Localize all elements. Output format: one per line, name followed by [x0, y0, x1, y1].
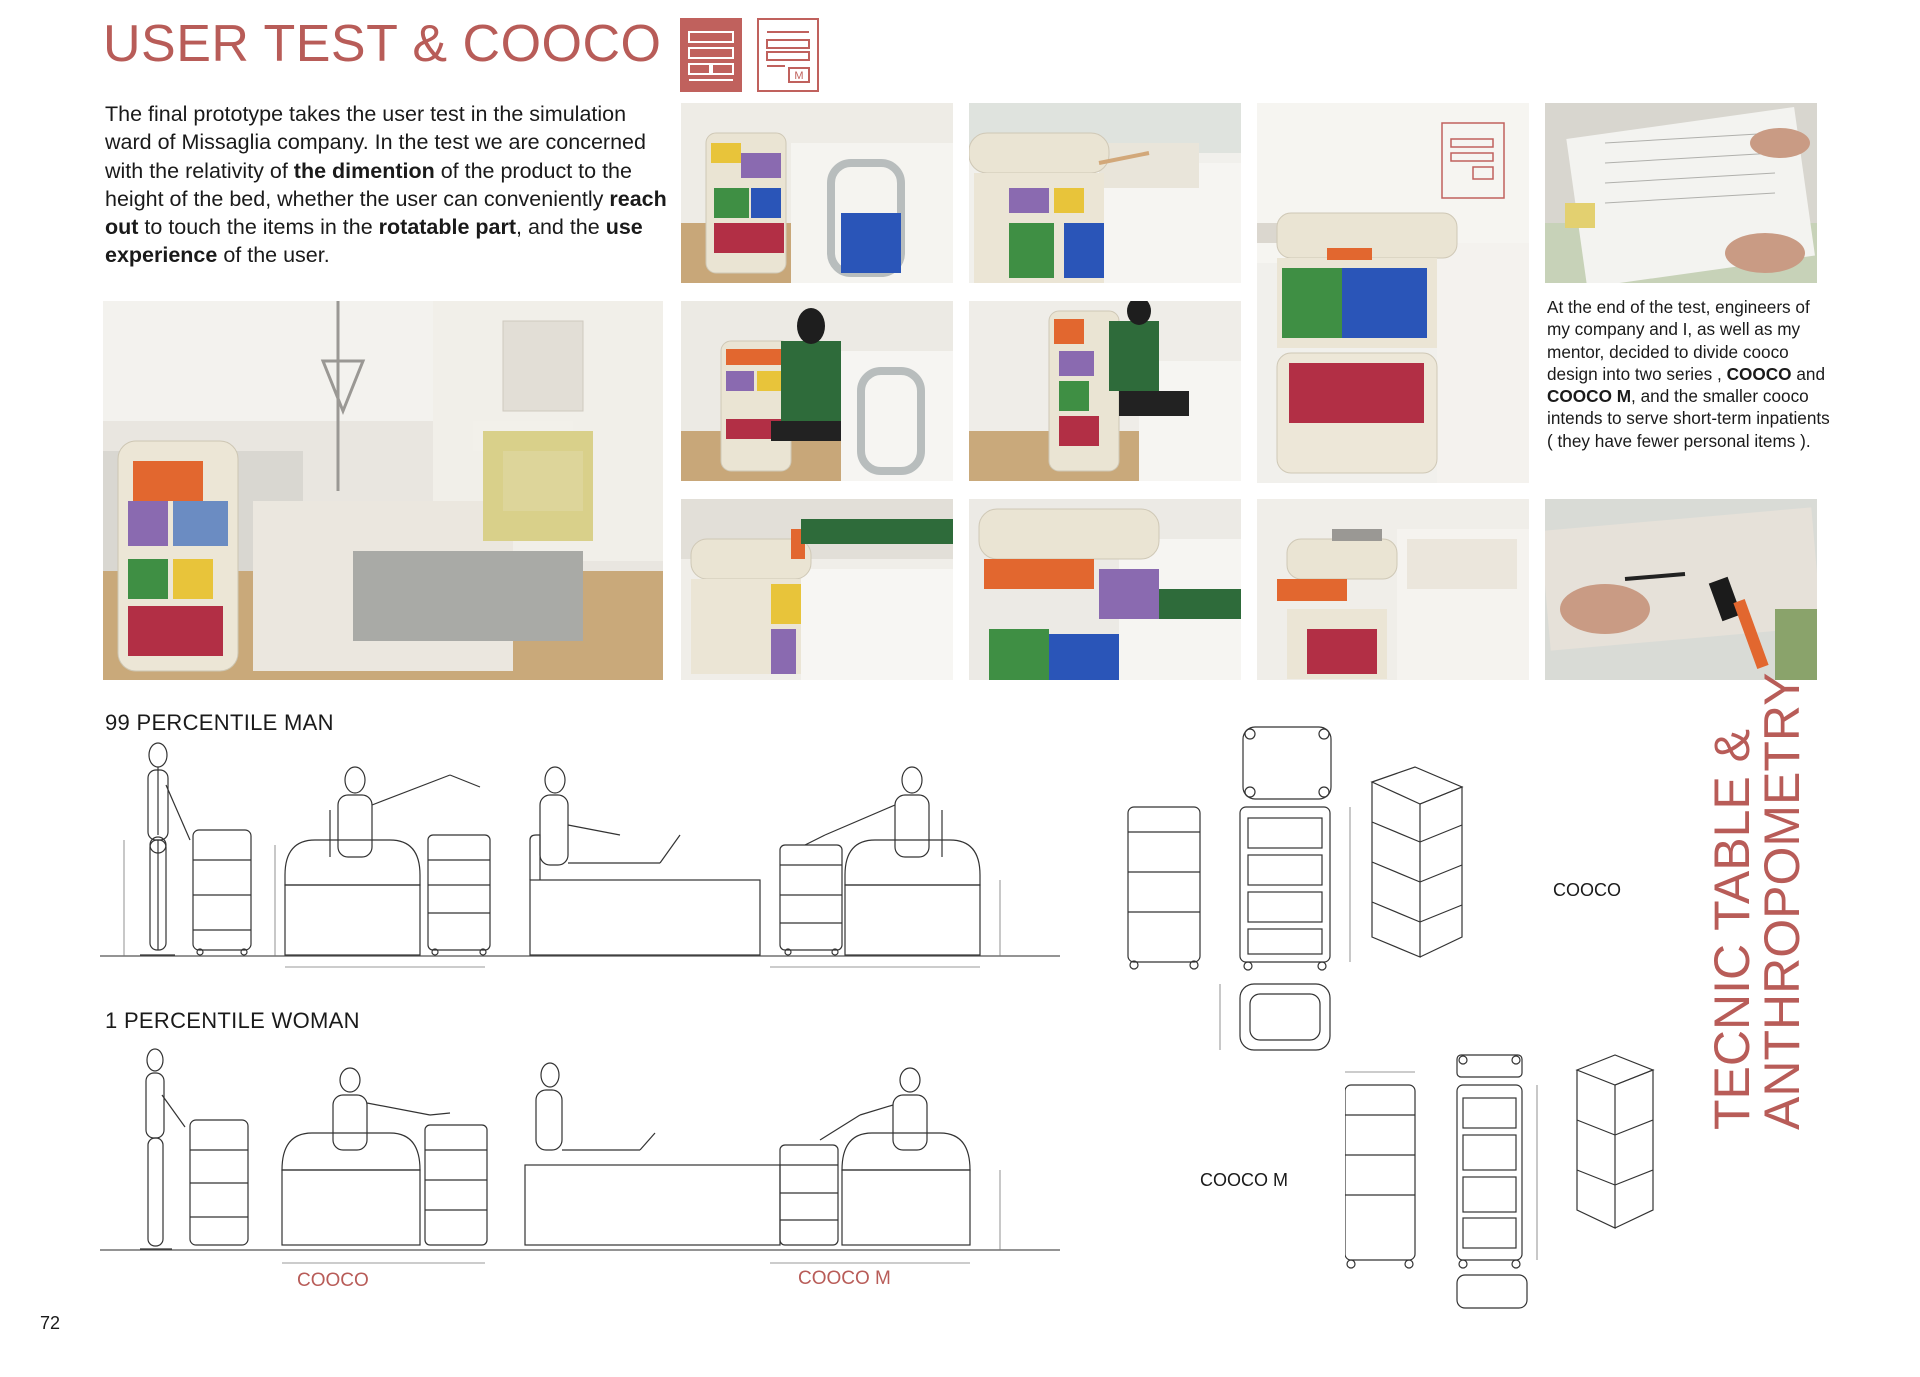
conclusion-paragraph: At the end of the test, engineers of my … [1547, 296, 1832, 452]
cooco-logo-icon [680, 18, 742, 92]
cooco-m-technical-drawing [1345, 1054, 1655, 1309]
cooco-drawing-label: COOCO [1553, 880, 1622, 900]
test-photo-6 [969, 301, 1241, 481]
test-photo-8 [969, 499, 1241, 680]
cooco-m-logo-icon: M [757, 18, 819, 92]
side_text-run: COOCO [1726, 363, 1792, 384]
section-99-percentile-man: 99 PERCENTILE MAN [105, 710, 334, 735]
test-photo-4 [1545, 103, 1817, 283]
page-number: 72 [40, 1313, 61, 1333]
cooco-m-drawing-label: COOCO M [1200, 1170, 1288, 1190]
test-photo-9 [1257, 499, 1529, 680]
intro-run: of the product to the height of the bed,… [105, 158, 632, 211]
test-photo-2 [969, 103, 1241, 283]
side_text-run: , and the smaller cooco intends to serve… [1547, 386, 1830, 451]
intro-run: reach out [105, 186, 667, 240]
intro-run: to touch the items in the [138, 215, 379, 240]
intro-run: of the user. [217, 243, 330, 268]
side_text-run: and [1791, 363, 1825, 384]
anthropometry-drawing-woman [100, 1048, 1060, 1264]
cooco-m-label-red: COOCO M [798, 1268, 891, 1289]
intro-run: the dimention [293, 158, 435, 183]
test-photo-3 [1257, 103, 1529, 483]
test-photo-1 [681, 103, 953, 283]
test-photo-5 [681, 301, 953, 481]
side_text-run: COOCO M [1547, 386, 1632, 407]
vertical-title-line-2: ANTHROPOMETRY [1754, 672, 1810, 1130]
side_text-run: At the end of the test, engineers of my … [1547, 297, 1810, 384]
svg-text:M: M [794, 70, 803, 82]
vertical-section-title: TECNIC TABLE & ANTHROPOMETRY [1704, 672, 1827, 1130]
cooco-technical-drawing [1127, 726, 1464, 1051]
intro-paragraph: The final prototype takes the user test … [105, 100, 670, 270]
anthropometry-drawing-man [100, 742, 1060, 968]
intro-run: rotatable part [378, 215, 517, 240]
vertical-title-line-1: TECNIC TABLE & [1704, 728, 1760, 1130]
page-title: USER TEST & COOCO M [103, 15, 721, 73]
test-photo-7 [681, 499, 953, 680]
test-photo-10 [1545, 499, 1817, 680]
cooco-label-red: COOCO [297, 1270, 369, 1291]
ward-photo-large [103, 301, 663, 680]
intro-run: , and the [516, 215, 606, 240]
intro-run: The final prototype takes the user test … [105, 102, 646, 183]
section-1-percentile-woman: 1 PERCENTILE WOMAN [105, 1008, 360, 1033]
intro-run: use experience [105, 215, 643, 268]
